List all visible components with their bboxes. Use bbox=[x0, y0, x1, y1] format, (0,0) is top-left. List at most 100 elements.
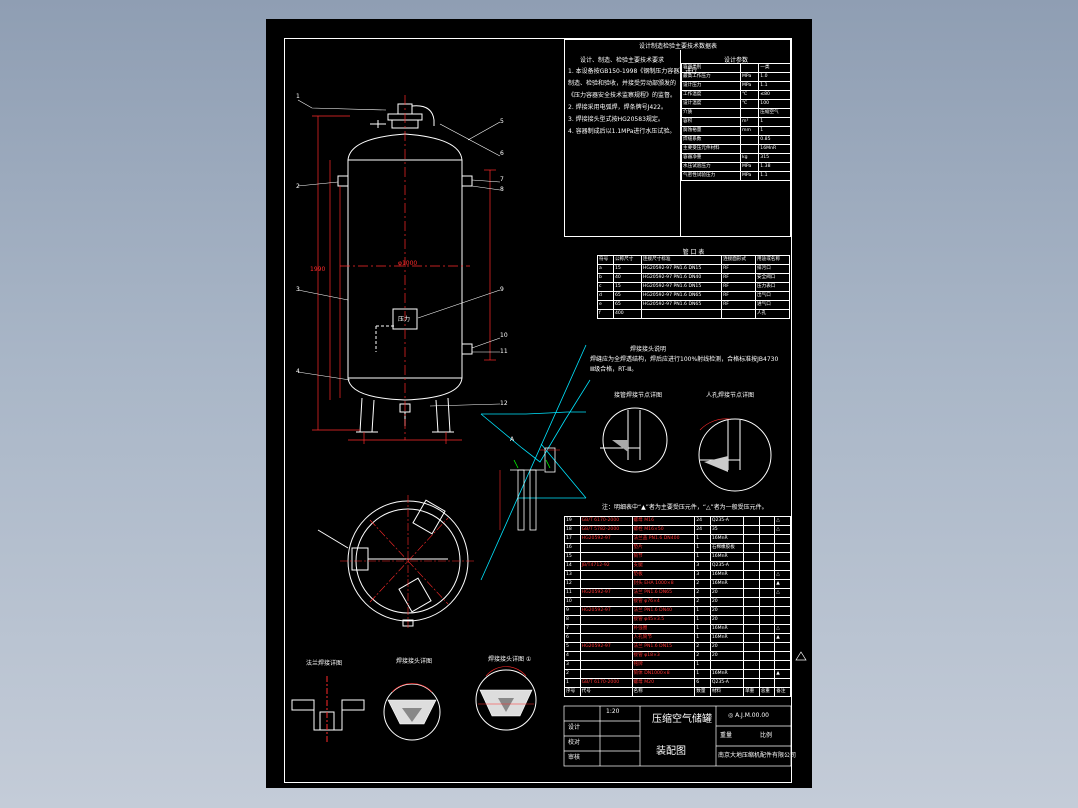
bom-cell: 20 bbox=[709, 606, 745, 616]
bom-cell: △ bbox=[774, 570, 791, 580]
bom-cell: 1 bbox=[694, 624, 711, 634]
bom-cell: 接管 φ18×3 bbox=[631, 651, 696, 661]
nozzle-col-header: 用途或名称 bbox=[755, 255, 790, 265]
bom-cell: 20 bbox=[709, 588, 745, 598]
bom-cell: 16MnR bbox=[709, 534, 745, 544]
nozzle-weld-fill bbox=[612, 440, 628, 452]
bom-cell bbox=[743, 642, 760, 652]
nozzle-cell: 15 bbox=[612, 282, 642, 292]
bom-cell: 13 bbox=[564, 570, 581, 580]
bom-cell bbox=[774, 561, 791, 571]
bom-cell: 20 bbox=[709, 615, 745, 625]
bom-cell: 石棉橡胶板 bbox=[709, 543, 745, 553]
bom-cell: 螺母 M16 bbox=[631, 516, 696, 526]
callout-11: 11 bbox=[500, 348, 508, 355]
bom-cell bbox=[758, 669, 776, 679]
detail-title-flange: 法兰焊接详图 bbox=[306, 660, 343, 667]
nozzle-cell: HG20592-97 PN1.6 DN40 bbox=[640, 273, 723, 283]
bom-cell: 16MnR bbox=[709, 570, 745, 580]
bom-cell: 接管 φ76×4 bbox=[631, 597, 696, 607]
bom-cell: 2 bbox=[694, 579, 711, 589]
bom-cell bbox=[758, 606, 776, 616]
bom-cell bbox=[743, 561, 760, 571]
param-cell: 1 bbox=[758, 117, 791, 127]
bom-cell: 3 bbox=[694, 570, 711, 580]
param-cell: 水压试验压力 bbox=[681, 162, 741, 172]
bom-cell bbox=[774, 642, 791, 652]
bom-col-header: 序号 bbox=[564, 687, 581, 697]
bom-col-header: 名称 bbox=[631, 687, 696, 697]
nozzle-cell: 进气口 bbox=[755, 300, 790, 310]
bom-cell: 封头 EHA 1000×8 bbox=[631, 579, 696, 589]
design-table-divider bbox=[680, 50, 681, 237]
detail-title-nozzle: 接管焊接节点详图 bbox=[614, 392, 663, 399]
detail-title-manhole: 人孔焊接节点详图 bbox=[706, 392, 755, 399]
bom-cell: 2 bbox=[694, 651, 711, 661]
param-cell bbox=[739, 144, 760, 154]
bom-cell bbox=[579, 579, 633, 589]
nozzle-cell: HG20592-97 PN1.6 DN15 bbox=[640, 264, 723, 274]
bom-cell: 16MnR bbox=[709, 633, 745, 643]
bom-cell bbox=[579, 543, 633, 553]
callout-leaders bbox=[297, 99, 501, 407]
param-row: 工作温度℃≤80 bbox=[681, 90, 791, 100]
bom-cell: 11 bbox=[564, 588, 581, 598]
param-cell: MPa bbox=[739, 171, 760, 181]
bom-cell: 2 bbox=[694, 597, 711, 607]
bom-cell: 16MnR bbox=[709, 669, 745, 679]
weld-note-title: 焊接接头说明 bbox=[630, 346, 667, 353]
bom-cell bbox=[743, 678, 760, 688]
param-cell: 最高工作压力 bbox=[681, 72, 741, 82]
detail-title-weld-1: 焊接接头详图 ① bbox=[488, 656, 532, 663]
bom-cell bbox=[774, 552, 791, 562]
title-block-lines bbox=[563, 705, 792, 767]
bom-cell: 1 bbox=[564, 678, 581, 688]
param-cell: 工作温度 bbox=[681, 90, 741, 100]
bom-cell bbox=[743, 570, 760, 580]
bom-cell bbox=[743, 543, 760, 553]
revision-triangle-icon bbox=[795, 651, 807, 661]
param-cell: 气密性试验压力 bbox=[681, 171, 741, 181]
nozzle-cell: c bbox=[597, 282, 614, 292]
nozzle-cell: 排污口 bbox=[755, 264, 790, 274]
bom-col-header: 材料 bbox=[709, 687, 745, 697]
bom-cell: Q235-A bbox=[709, 678, 745, 688]
bom-cell bbox=[579, 669, 633, 679]
bom-cell: 法兰 PN1.6 DN65 bbox=[631, 588, 696, 598]
bom-cell bbox=[743, 588, 760, 598]
bom-cell: 16MnR bbox=[709, 624, 745, 634]
nozzle-cell: RF bbox=[721, 300, 757, 310]
param-cell bbox=[739, 108, 760, 118]
param-cell bbox=[739, 135, 760, 145]
design-note-5: 4. 容器制成后以1.1MPa进行水压试验。 bbox=[568, 128, 676, 135]
bom-cell: △ bbox=[774, 516, 791, 526]
callout-1: 1 bbox=[296, 93, 300, 100]
dimension-diameter: φ1000 bbox=[398, 260, 418, 267]
bom-cell: 24 bbox=[694, 525, 711, 535]
bom-cell bbox=[774, 606, 791, 616]
bom-cell bbox=[774, 597, 791, 607]
param-cell: MPa bbox=[739, 72, 760, 82]
detail-a-view bbox=[510, 447, 556, 531]
bom-cell: 1 bbox=[694, 552, 711, 562]
bom-cell bbox=[579, 651, 633, 661]
param-cell: 介质 bbox=[681, 108, 741, 118]
drawing-title: 压缩空气储罐 bbox=[652, 714, 712, 725]
weld-note-line-0: 焊缝应为全焊透结构，焊后应进行100%射线检测，合格标准按JB4730 bbox=[590, 356, 779, 363]
bom-cell bbox=[743, 525, 760, 535]
bom-cell: 5 bbox=[564, 642, 581, 652]
nozzle-col-header: 公称尺寸 bbox=[612, 255, 642, 265]
bom-cell: △ bbox=[774, 624, 791, 634]
bom-cell: 1 bbox=[694, 606, 711, 616]
